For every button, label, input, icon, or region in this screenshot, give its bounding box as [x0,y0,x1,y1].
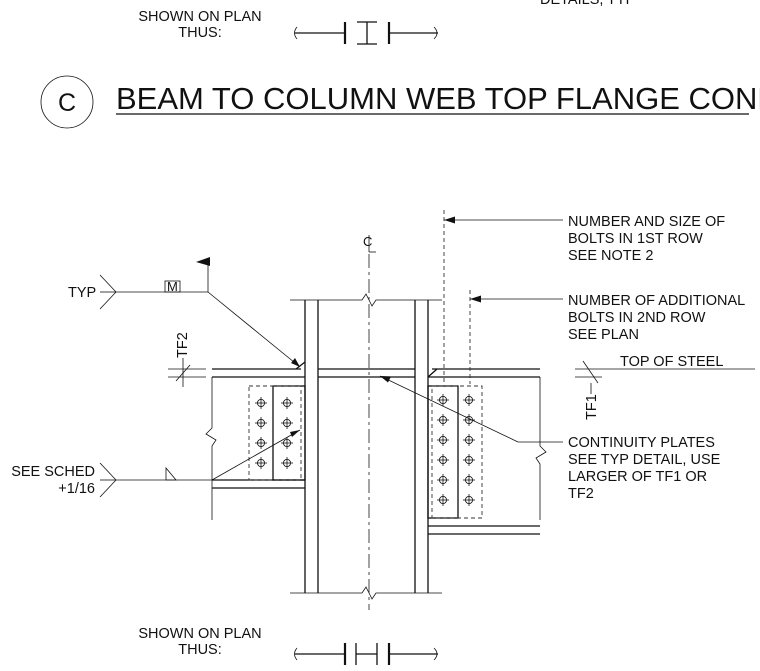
tf1-label: TF1 [584,394,600,420]
left-beam [205,361,306,520]
centerline-symbol: C [363,234,376,253]
bolt-icon [255,457,267,469]
tf2-dimension [168,358,206,387]
note-3-line-2: SEE TYP DETAIL, USE [568,452,721,468]
bolt-icon [437,454,449,466]
sched-weld-symbol [99,429,301,498]
bolt-icon [437,394,449,406]
bolt-icon [437,434,449,446]
note-1-leader [444,216,563,224]
detail-title: BEAM TO COLUMN WEB TOP FLANGE CONN [116,81,760,116]
note-3-line-3: LARGER OF TF1 OR [568,469,707,485]
bolt-icon [463,454,475,466]
plan-symbol-top [294,21,438,45]
weld-symbol-m: M [167,279,178,294]
bolt-group [255,394,475,506]
bolt-icon [255,437,267,449]
bolt-icon [463,494,475,506]
note-3-line-4: TF2 [568,486,594,502]
bolt-icon [463,394,475,406]
bolt-icon [463,414,475,426]
typ-weld-symbol [99,257,301,368]
bolt-icon [463,474,475,486]
note-1-line-3: SEE NOTE 2 [568,248,653,264]
continuity-plate [318,368,415,378]
plan-symbol-bottom [294,643,438,665]
note-2-leader [470,295,563,303]
bolt-icon [437,494,449,506]
detail-marker-letter: C [58,89,76,117]
right-shear-plate [427,385,483,519]
bolt-icon [281,397,293,409]
note-1-line-1: NUMBER AND SIZE OF [568,214,725,230]
detail-marker-circle [40,75,94,129]
bolt-icon [437,474,449,486]
see-sched-label: SEE SCHED [11,464,95,480]
bolt-icon [281,437,293,449]
shown-on-plan-bottom-line2: THUS: [178,642,222,658]
bolt-icon [463,434,475,446]
left-shear-plate [248,385,306,481]
centerline-c: C [363,234,372,249]
shown-on-plan-top-line1: SHOWN ON PLAN [138,9,261,25]
bolt-icon [255,397,267,409]
continuity-plate-leader [379,375,563,443]
tf2-label: TF2 [175,332,191,358]
shown-on-plan-top-line2: THUS: [178,25,222,41]
bolt-icon [255,417,267,429]
bolt-icon [437,414,449,426]
top-of-steel-label: TOP OF STEEL [620,354,723,370]
note-2-line-1: NUMBER OF ADDITIONAL [568,293,745,309]
bolt-icon [281,457,293,469]
note-2-line-3: SEE PLAN [568,327,639,343]
note-2-line-2: BOLTS IN 2ND ROW [568,310,706,326]
top-of-steel-marker [575,360,755,384]
note-1-line-2: BOLTS IN 1ST ROW [568,231,703,247]
plus-sixteenth-label: +1/16 [58,481,95,497]
column [290,254,442,610]
note-3-line-1: CONTINUITY PLATES [568,435,715,451]
shown-on-plan-bottom-line1: SHOWN ON PLAN [138,626,261,642]
top-cut-text: DETAILS, TYP [540,0,635,8]
right-beam [427,368,547,535]
bolt-icon [281,417,293,429]
typ-label: TYP [68,285,96,301]
